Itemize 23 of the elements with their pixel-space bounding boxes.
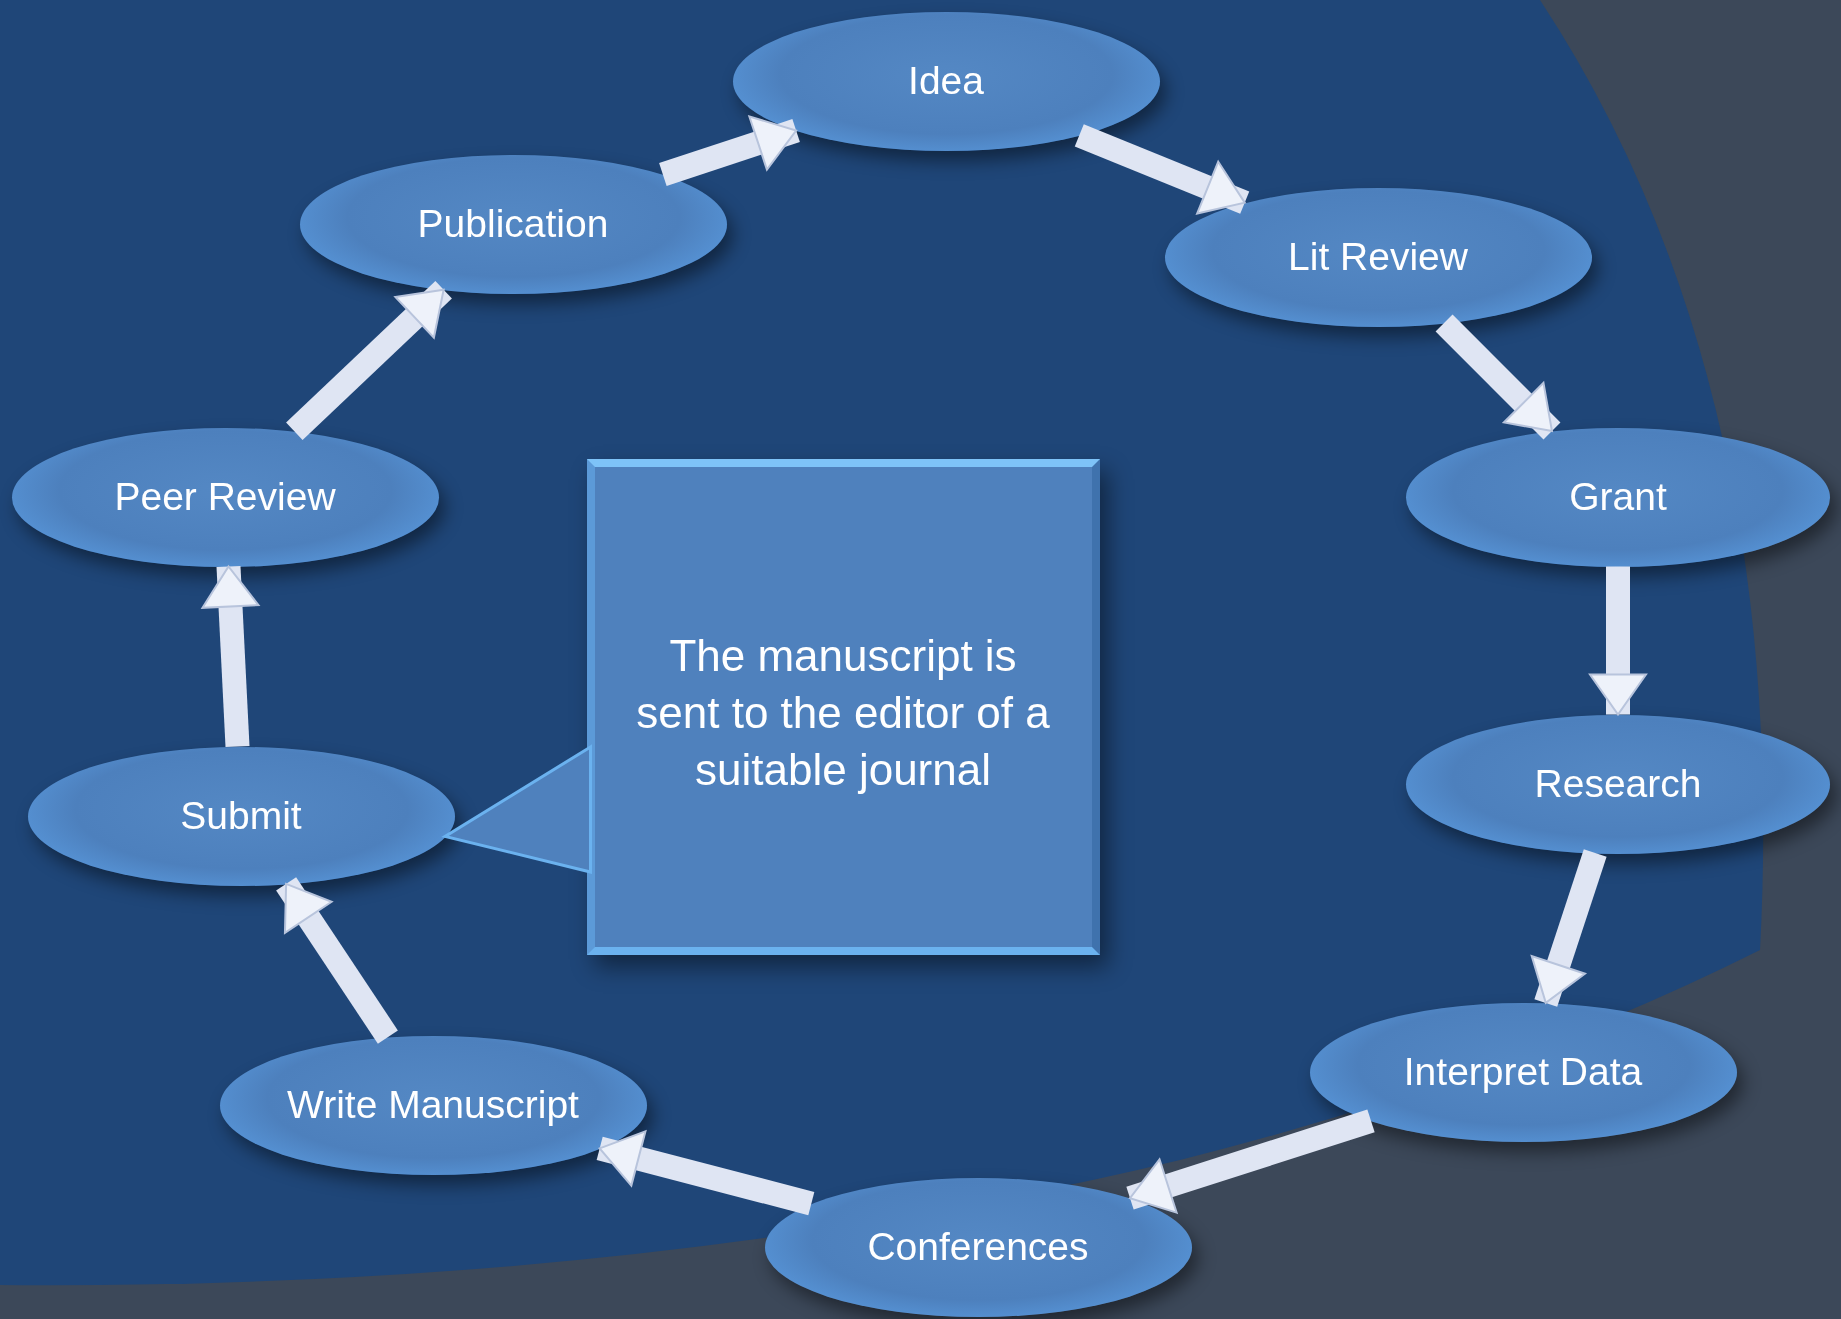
block-arrow [1074, 124, 1250, 215]
block-arrow [1435, 314, 1561, 440]
block-arrow [1126, 1109, 1375, 1214]
step-label: Write Manuscript [287, 1081, 579, 1128]
block-arrow [286, 281, 452, 440]
step-label: Submit [180, 792, 302, 839]
block-arrow [659, 115, 800, 186]
callout-box [586, 459, 1100, 955]
block-arrow [276, 877, 398, 1044]
step-label: Idea [908, 57, 984, 104]
step-label: Research [1534, 760, 1702, 807]
step-label: Conferences [867, 1223, 1089, 1270]
block-arrow [201, 565, 260, 748]
step-label: Interpret Data [1403, 1048, 1643, 1095]
callout-pointer [441, 744, 592, 874]
block-arrow [1530, 849, 1607, 1007]
step-label: Lit Review [1288, 233, 1468, 280]
step-label: Publication [417, 200, 609, 247]
callout-text: The manuscript is sent to the editor of a suitable journal [635, 630, 1051, 797]
step-label: Grant [1569, 473, 1667, 520]
step-label: Peer Review [114, 473, 336, 520]
block-arrow [1589, 566, 1647, 716]
block-arrow [596, 1130, 815, 1216]
